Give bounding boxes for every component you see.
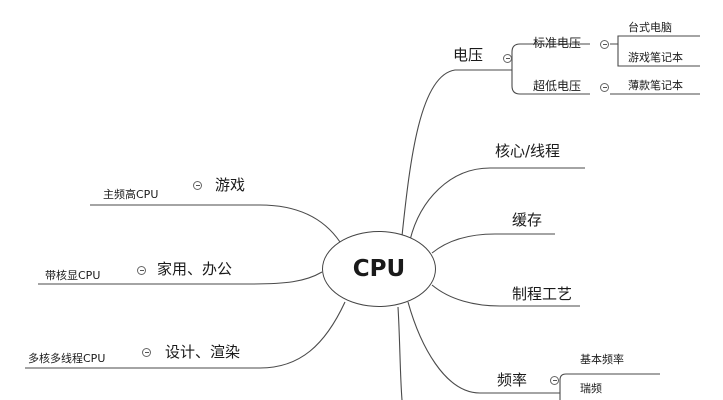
connector-gaming-laptop <box>617 44 700 67</box>
connector-desktop <box>610 35 700 45</box>
topic-cores-threads[interactable]: 核心/线程 <box>495 142 561 160</box>
collapse-toggle-standard-voltage[interactable] <box>600 40 609 49</box>
collapse-toggle-voltage[interactable] <box>503 54 512 63</box>
connector-frequency <box>407 301 560 394</box>
topic-gaming[interactable]: 游戏 <box>215 176 246 194</box>
connector-cores <box>409 167 585 241</box>
collapse-toggle-home-office[interactable] <box>137 266 146 275</box>
topic-multicore-cpu[interactable]: 多核多线程CPU <box>28 352 106 365</box>
connector-standard-voltage <box>511 43 590 70</box>
connector-process <box>431 284 580 307</box>
collapse-toggle-ultralow-voltage[interactable] <box>600 83 609 92</box>
connector-home-office <box>38 271 323 285</box>
topic-turbo-frequency[interactable]: 瑞频 <box>580 382 602 395</box>
connector-gaming <box>90 204 341 243</box>
connector-design-render <box>25 301 346 369</box>
collapse-toggle-gaming[interactable] <box>193 181 202 190</box>
topic-gaming-laptop[interactable]: 游戏笔记本 <box>628 51 683 64</box>
topic-voltage[interactable]: 电压 <box>453 46 484 64</box>
topic-home-office[interactable]: 家用、办公 <box>157 260 233 278</box>
collapse-toggle-frequency[interactable] <box>550 376 559 385</box>
topic-base-frequency[interactable]: 基本频率 <box>580 353 624 366</box>
topic-thin-laptop[interactable]: 薄款笔记本 <box>628 79 683 92</box>
topic-frequency[interactable]: 频率 <box>497 371 528 389</box>
connector-base-frequency <box>559 373 660 393</box>
topic-process[interactable]: 制程工艺 <box>512 285 573 303</box>
topic-design-render[interactable]: 设计、渲染 <box>165 343 241 361</box>
topic-standard-voltage[interactable]: 标准电压 <box>533 36 582 50</box>
topic-cache[interactable]: 缓存 <box>512 211 543 229</box>
connector-ultralow-voltage <box>511 70 590 95</box>
connector-cache <box>431 233 555 254</box>
topic-desktop-pc[interactable]: 台式电脑 <box>628 21 672 34</box>
topic-ultralow-voltage[interactable]: 超低电压 <box>533 79 582 93</box>
connector-voltage <box>401 69 512 237</box>
connector-bottom <box>397 306 403 400</box>
collapse-toggle-design-render[interactable] <box>142 348 151 357</box>
central-topic-cpu[interactable]: CPU <box>322 231 436 307</box>
topic-integrated-graphics-cpu[interactable]: 带核显CPU <box>45 269 101 282</box>
topic-high-frequency-cpu[interactable]: 主频高CPU <box>103 188 159 201</box>
